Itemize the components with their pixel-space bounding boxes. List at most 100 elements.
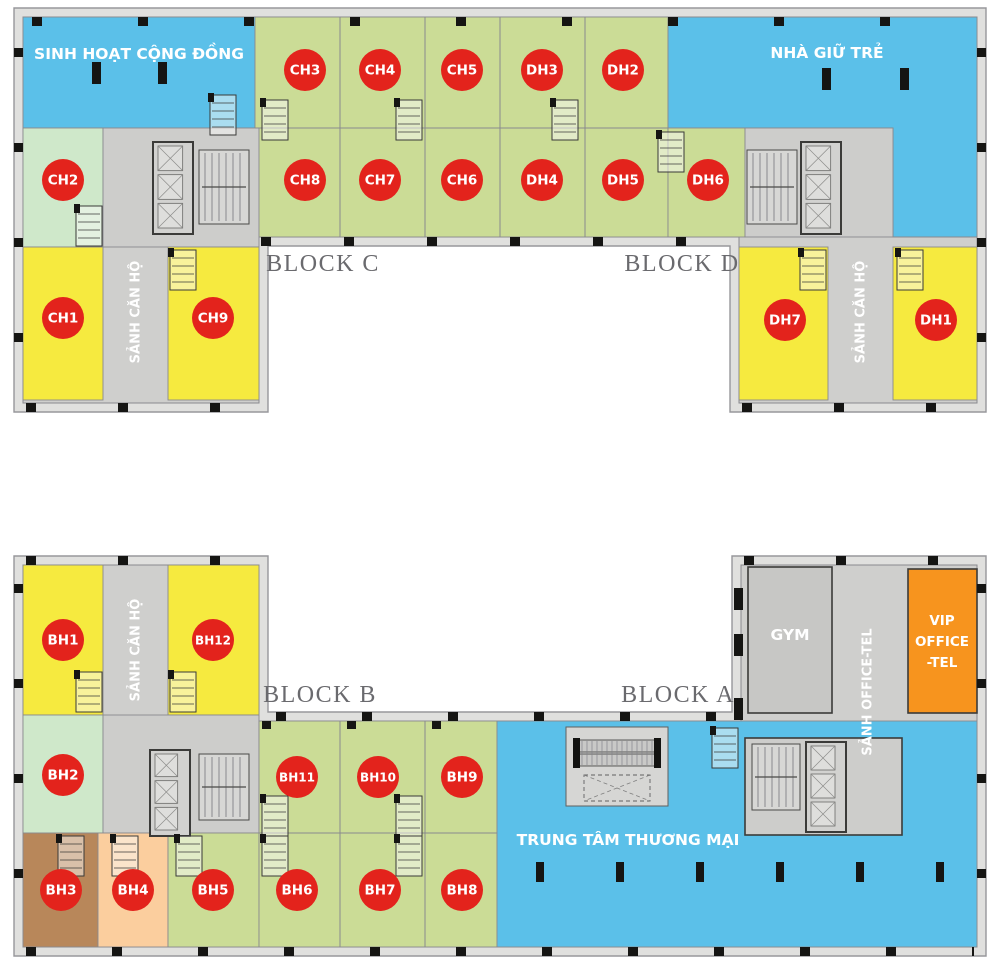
pillar-mark xyxy=(158,62,167,84)
stair-wall-mark xyxy=(394,794,400,803)
unit-label-ch6: CH6 xyxy=(447,173,478,189)
pillar-mark xyxy=(734,698,743,720)
unit-label-dh7: DH7 xyxy=(769,313,801,329)
block-label-3: BLOCK A xyxy=(621,682,735,708)
unit-stair-icon xyxy=(711,727,739,769)
unit-stair-icon xyxy=(175,835,203,877)
unit-stair-icon xyxy=(261,835,289,877)
stair-wall-mark xyxy=(168,248,174,257)
escalator-void-box xyxy=(583,774,651,802)
unit-label-ch1: CH1 xyxy=(48,311,79,327)
unit-badge-ch4 xyxy=(359,49,401,91)
unit-label-bh8: BH8 xyxy=(447,883,478,899)
hall-label: SẢNH CĂN HỘ xyxy=(127,599,144,702)
stair-wall-mark xyxy=(110,834,116,843)
pillar-mark xyxy=(92,62,101,84)
stair-wall-mark xyxy=(174,834,180,843)
zone-label-nursery: NHÀ GIỮ TRẺ xyxy=(770,41,883,62)
zone-label-vip-office-tel: VIP OFFICE -TEL xyxy=(915,613,969,671)
unit-badge-bh12 xyxy=(192,619,234,661)
zone-label-line: OFFICE xyxy=(915,634,969,650)
pillar-mark xyxy=(900,68,909,90)
unit-badge-ch5 xyxy=(441,49,483,91)
unit-label-dh3: DH3 xyxy=(526,63,558,79)
stair-wall-mark xyxy=(550,98,556,107)
zone-vip-office-tel xyxy=(907,568,978,714)
unit-label-ch9: CH9 xyxy=(198,311,229,327)
elevator-x-line xyxy=(810,773,836,799)
unit-label-dh1: DH1 xyxy=(920,313,952,329)
unit-badge-ch1 xyxy=(42,297,84,339)
zone-gym xyxy=(747,566,833,714)
unit-stair-icon xyxy=(261,99,289,141)
elevator-x-line xyxy=(154,780,178,804)
unit-badge-bh10 xyxy=(357,756,399,798)
stair-wall-mark xyxy=(260,98,266,107)
unit-label-ch3: CH3 xyxy=(290,63,321,79)
escalator-block xyxy=(565,726,669,807)
unit-stair-icon xyxy=(209,94,237,136)
unit-stair-icon xyxy=(551,99,579,141)
unit-badge-bh7 xyxy=(359,869,401,911)
elevator-x-line xyxy=(154,753,178,777)
unit-label-bh10: BH10 xyxy=(360,771,396,785)
zone-label-line: VIP xyxy=(929,613,954,629)
unit-badge-bh1 xyxy=(42,619,84,661)
pillar-mark xyxy=(822,68,831,90)
elevator-x-line xyxy=(805,145,831,171)
unit-stair-icon xyxy=(75,205,103,247)
void-x-line xyxy=(583,774,651,802)
stair-wall-mark xyxy=(710,726,716,735)
unit-label-ch7: CH7 xyxy=(365,173,396,189)
stair-wall-mark xyxy=(56,834,62,843)
zone-label-gym: GYM xyxy=(770,626,809,644)
stair-wall-mark xyxy=(260,794,266,803)
unit-label-dh6: DH6 xyxy=(692,173,724,189)
hall-label: SẢNH CĂN HỘ xyxy=(127,261,144,364)
stair-wall-mark xyxy=(260,834,266,843)
zone-label-commercial-center: TRUNG TÂM THƯƠNG MẠI xyxy=(517,830,740,849)
unit-badge-dh5 xyxy=(602,159,644,201)
unit-label-bh6: BH6 xyxy=(282,883,313,899)
unit-label-bh2: BH2 xyxy=(48,768,79,784)
unit-badge-bh3 xyxy=(40,869,82,911)
unit-stair-icon xyxy=(799,249,827,291)
block-label-2: BLOCK B xyxy=(263,682,377,708)
unit-badge-bh11 xyxy=(276,756,318,798)
unit-badge-dh3 xyxy=(521,49,563,91)
unit-badge-bh4 xyxy=(112,869,154,911)
unit-label-dh5: DH5 xyxy=(607,173,639,189)
unit-badge-ch8 xyxy=(284,159,326,201)
unit-label-dh4: DH4 xyxy=(526,173,558,189)
unit-label-bh12: BH12 xyxy=(195,634,231,648)
zone-label-line: -TEL xyxy=(927,655,958,671)
unit-stair-icon xyxy=(395,835,423,877)
unit-stair-icon xyxy=(395,99,423,141)
unit-badge-dh2 xyxy=(602,49,644,91)
zone-label-community-room: SINH HOẠT CỘNG ĐỒNG xyxy=(34,41,244,63)
elevator-x-line xyxy=(805,203,831,229)
unit-label-ch4: CH4 xyxy=(365,63,396,79)
elevator-x-line xyxy=(154,807,178,831)
unit-label-bh7: BH7 xyxy=(365,883,396,899)
unit-label-dh2: DH2 xyxy=(607,63,639,79)
stair-wall-mark xyxy=(74,670,80,679)
escalator-end-cap xyxy=(654,738,661,768)
elevator-x-line xyxy=(157,203,183,229)
unit-label-ch8: CH8 xyxy=(290,173,321,189)
unit-stair-icon xyxy=(395,795,423,837)
unit-label-ch5: CH5 xyxy=(447,63,478,79)
block-label-0: BLOCK C xyxy=(266,251,380,277)
stair-wall-mark xyxy=(895,248,901,257)
unit-badge-ch7 xyxy=(359,159,401,201)
stair-wall-mark xyxy=(394,98,400,107)
unit-badge-ch9 xyxy=(192,297,234,339)
unit-stair-icon xyxy=(896,249,924,291)
elevator-x-line xyxy=(157,145,183,171)
block-label-1: BLOCK D xyxy=(624,251,739,277)
unit-badge-dh4 xyxy=(521,159,563,201)
unit-label-bh5: BH5 xyxy=(198,883,229,899)
